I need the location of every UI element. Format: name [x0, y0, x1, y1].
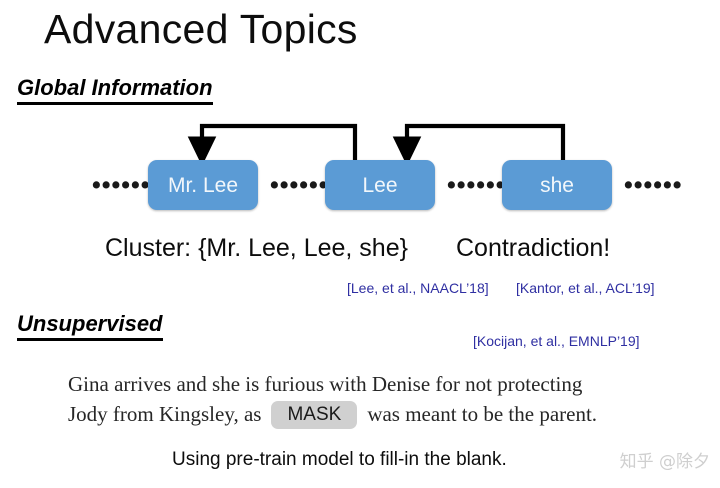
chain-node-label: she: [540, 173, 574, 197]
arrow-lee-to-mr-lee: [187, 123, 358, 166]
coreference-chain-diagram: •••••• Mr. Lee •••••• Lee •••••• she •••…: [0, 110, 720, 220]
coreference-arrows: [187, 123, 566, 166]
example-passage: Gina arrives and she is furious with Den…: [68, 370, 668, 430]
bottom-note: Using pre-train model to fill-in the bla…: [172, 449, 507, 470]
ellipsis-dots: ••••••: [92, 171, 151, 199]
arrow-she-to-lee: [392, 123, 566, 166]
chain-node-she[interactable]: she: [502, 160, 612, 210]
caption-row: Cluster: {Mr. Lee, Lee, she} Contradicti…: [0, 236, 720, 270]
chain-node-label: Mr. Lee: [167, 173, 239, 197]
passage-line-1: Gina arrives and she is furious with Den…: [68, 372, 583, 396]
section-heading-global-information: Global Information: [17, 75, 213, 106]
chain-node-lee[interactable]: Lee: [325, 160, 435, 210]
chain-node-label: Lee: [362, 173, 398, 197]
watermark: 知乎 @除夕: [619, 452, 710, 472]
cluster-caption: Cluster: {Mr. Lee, Lee, she}: [105, 234, 408, 262]
passage-line-2: Jody from Kingsley, as MASK was meant to…: [68, 400, 668, 430]
citation-lee-naacl18: [Lee, et al., NAACL’18]: [347, 280, 489, 296]
section-heading-unsupervised: Unsupervised: [17, 311, 163, 342]
chain-node-mr-lee[interactable]: Mr. Lee: [148, 160, 258, 210]
ellipsis-dots: ••••••: [624, 171, 683, 199]
citation-kocijan-emnlp19: [Kocijan, et al., EMNLP’19]: [473, 333, 640, 349]
page-title: Advanced Topics: [44, 6, 358, 52]
ellipsis-dots: ••••••: [447, 171, 506, 199]
citation-kantor-acl19: [Kantor, et al., ACL’19]: [516, 280, 655, 296]
passage-line-2-after: was meant to be the parent.: [367, 401, 598, 426]
mask-token-chip[interactable]: MASK: [271, 400, 358, 429]
passage-line-2-before: Jody from Kingsley, as: [68, 401, 262, 426]
ellipsis-dots: ••••••: [270, 171, 329, 199]
contradiction-caption: Contradiction!: [456, 234, 611, 262]
